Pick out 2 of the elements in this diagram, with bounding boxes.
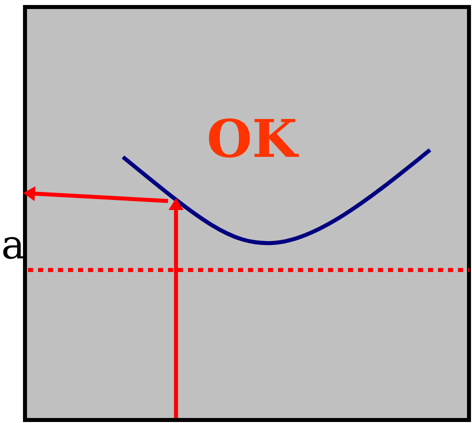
label: a: [3, 237, 24, 259]
label: OK: [208, 118, 299, 158]
